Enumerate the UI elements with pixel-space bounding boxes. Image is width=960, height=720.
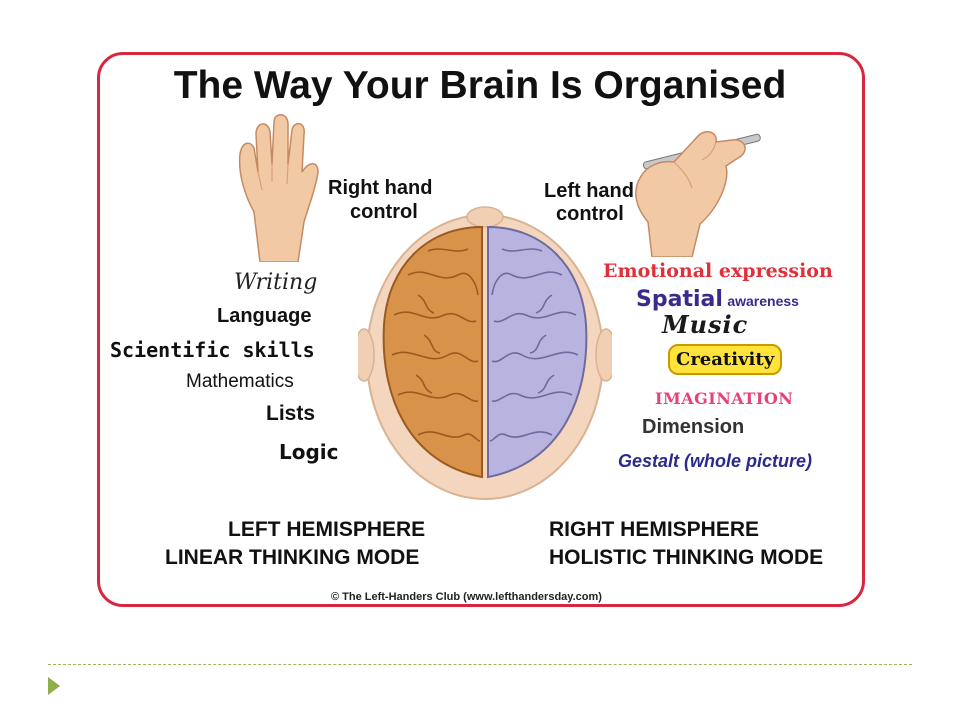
skill-logic: Logic	[279, 440, 339, 464]
skill-imagination: IMAGINATION	[655, 389, 794, 408]
diagram-title: The Way Your Brain Is Organised	[173, 64, 787, 107]
brain-illustration	[358, 206, 612, 500]
footer-divider	[48, 664, 912, 665]
left-hand-control-line2: control	[556, 203, 624, 225]
skill-emotional-expression: Emotional expression	[603, 260, 833, 282]
right-hand-control-line1: Right hand	[328, 177, 433, 199]
skill-mathematics: Mathematics	[186, 371, 294, 392]
right-hand-control-line2: control	[350, 201, 418, 223]
skill-spatial: Spatial	[636, 287, 723, 312]
writing-hand-icon	[635, 131, 761, 257]
left-hemisphere-label: LEFT HEMISPHERE	[228, 518, 426, 541]
skill-scientific: Scientific skills	[110, 338, 315, 362]
skill-dimension: Dimension	[642, 416, 745, 438]
skill-awareness: awareness	[727, 293, 799, 309]
skill-lists: Lists	[266, 402, 316, 425]
skill-creativity: Creativity	[668, 344, 783, 375]
linear-thinking-label: LINEAR THINKING MODE	[165, 546, 420, 569]
bullet-arrow-icon	[48, 677, 60, 695]
holistic-thinking-label: HOLISTIC THINKING MODE	[549, 546, 824, 569]
skill-spatial-awareness: Spatial awareness	[636, 287, 799, 312]
skill-writing: Writing	[234, 270, 318, 295]
skill-music: Music	[662, 310, 749, 339]
skill-language: Language	[217, 305, 312, 327]
left-hand-control-line1: Left hand	[544, 180, 634, 202]
right-hemisphere-label: RIGHT HEMISPHERE	[549, 518, 760, 541]
credit-text: © The Left-Handers Club (www.lefthanders…	[331, 591, 602, 603]
skill-gestalt: Gestalt (whole picture)	[618, 451, 813, 471]
open-hand-icon	[238, 114, 319, 262]
